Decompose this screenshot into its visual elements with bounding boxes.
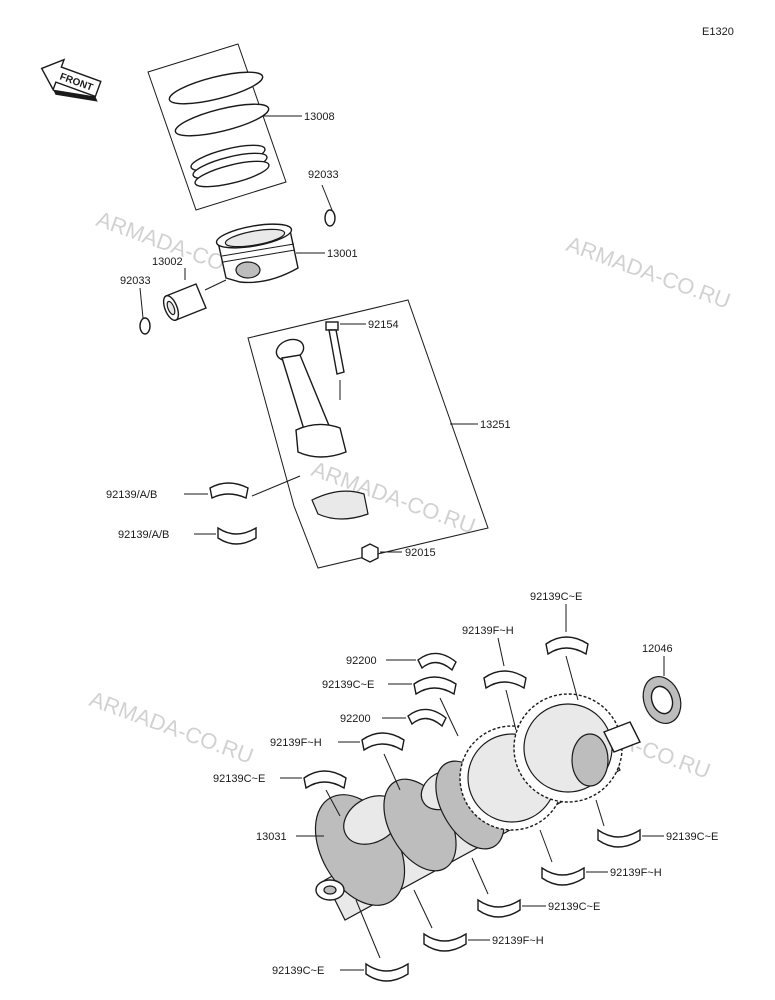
front-arrow-icon: FRONT xyxy=(40,58,102,102)
snap-ring-lower xyxy=(139,287,151,335)
label-92139ce-bottom: 92139C~E xyxy=(272,965,324,977)
label-92139fh-2: 92139F~H xyxy=(270,737,322,749)
piston-pin xyxy=(162,268,227,321)
label-92015: 92015 xyxy=(405,547,436,559)
watermark-4: ARMADA-CO.RU xyxy=(86,686,257,768)
label-92139ce-r1: 92139C~E xyxy=(666,831,718,843)
diagram-id: E1320 xyxy=(702,26,734,38)
bearing-ce-2 xyxy=(388,676,459,737)
bearing-fh-2 xyxy=(338,732,405,791)
bearing-fh-r2 xyxy=(413,889,490,952)
bearing-fh-top xyxy=(483,637,527,731)
label-92200-2: 92200 xyxy=(340,713,371,725)
crankshaft xyxy=(296,693,641,921)
label-92033-lower: 92033 xyxy=(120,275,151,287)
label-13001: 13001 xyxy=(327,248,358,260)
piston-rings-group xyxy=(147,43,302,211)
bearing-fh-r1 xyxy=(539,829,608,886)
label-92200-1: 92200 xyxy=(346,655,377,667)
label-92139fh-r1: 92139F~H xyxy=(610,867,662,879)
rod-bearing-upper xyxy=(184,475,301,500)
needle-bearing xyxy=(642,656,682,724)
bearing-ce-r2 xyxy=(471,857,546,918)
piston xyxy=(215,223,325,284)
snap-ring-upper xyxy=(321,184,336,227)
label-13251: 13251 xyxy=(480,419,511,431)
label-92139ce-r2: 92139C~E xyxy=(548,901,600,913)
bearing-ce-3 xyxy=(280,770,347,817)
thrust-washer-2 xyxy=(382,708,447,728)
watermark-2: ARMADA-CO.RU xyxy=(563,231,734,313)
label-92139fh-top: 92139F~H xyxy=(462,625,514,637)
label-13031: 13031 xyxy=(256,831,287,843)
bearing-ce-top xyxy=(545,604,589,701)
label-12046: 12046 xyxy=(642,643,673,655)
label-92139ab-2: 92139/A/B xyxy=(118,529,169,541)
label-92139fh-r2: 92139F~H xyxy=(492,935,544,947)
connecting-rod-group xyxy=(247,299,489,569)
thrust-washer-1 xyxy=(386,652,457,672)
label-92154: 92154 xyxy=(368,319,399,331)
label-13008: 13008 xyxy=(304,111,335,123)
bearing-ce-r1 xyxy=(595,799,664,848)
label-13002: 13002 xyxy=(152,256,183,268)
label-92139ce-top: 92139C~E xyxy=(530,591,582,603)
label-92139ce-3: 92139C~E xyxy=(213,773,265,785)
label-92033-upper: 92033 xyxy=(308,169,339,181)
rod-bearing-lower xyxy=(194,526,257,545)
bearing-ce-bottom xyxy=(340,899,409,982)
label-92139ce-2: 92139C~E xyxy=(322,679,374,691)
label-92139ab-1: 92139/A/B xyxy=(106,489,157,501)
